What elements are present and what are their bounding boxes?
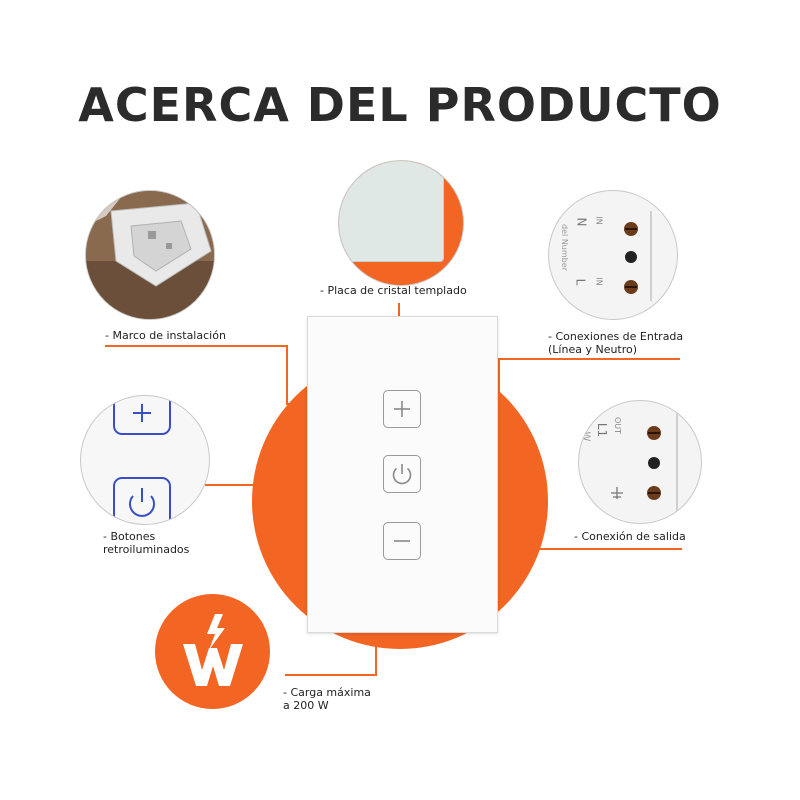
frame-photo-icon [86, 191, 214, 319]
minus-icon [394, 540, 410, 542]
installation-frame-detail [85, 190, 215, 320]
max-load-badge [155, 594, 270, 709]
watt-bolt-icon [183, 614, 243, 686]
plus-icon [394, 401, 410, 417]
label-conexiones-1: - Conexiones de Entrada [548, 330, 684, 343]
label-botones-2: retroiluminados [103, 543, 190, 556]
terminal-screws-icon [624, 211, 652, 301]
ground-icon [611, 487, 623, 499]
output-connection-detail: L1 OUT W [578, 400, 702, 524]
label-botones-1: - Botones [103, 530, 156, 543]
power-button[interactable] [383, 455, 421, 493]
input-connections-detail: N IN L IN del Number [548, 190, 678, 320]
label-placa: - Placa de cristal templado [320, 284, 467, 297]
minus-button[interactable] [383, 522, 421, 560]
label-conexiones-2: (Línea y Neutro) [548, 343, 638, 356]
output-screws-icon [611, 411, 678, 515]
glass-plate-image [339, 161, 444, 262]
backlit-buttons-detail [80, 395, 210, 525]
page-title: ACERCA DEL PRODUCTO [78, 78, 722, 132]
label-carga-1: - Carga máxima [283, 686, 371, 699]
label-marco: - Marco de instalación [105, 329, 226, 342]
backlit-plus-power-icon [113, 396, 171, 524]
glass-switch-panel [307, 316, 498, 633]
label-carga-2: a 200 W [283, 699, 329, 712]
glass-plate-detail [338, 160, 464, 286]
power-icon [392, 464, 412, 485]
plus-button[interactable] [383, 390, 421, 428]
label-salida: - Conexión de salida [574, 530, 686, 543]
